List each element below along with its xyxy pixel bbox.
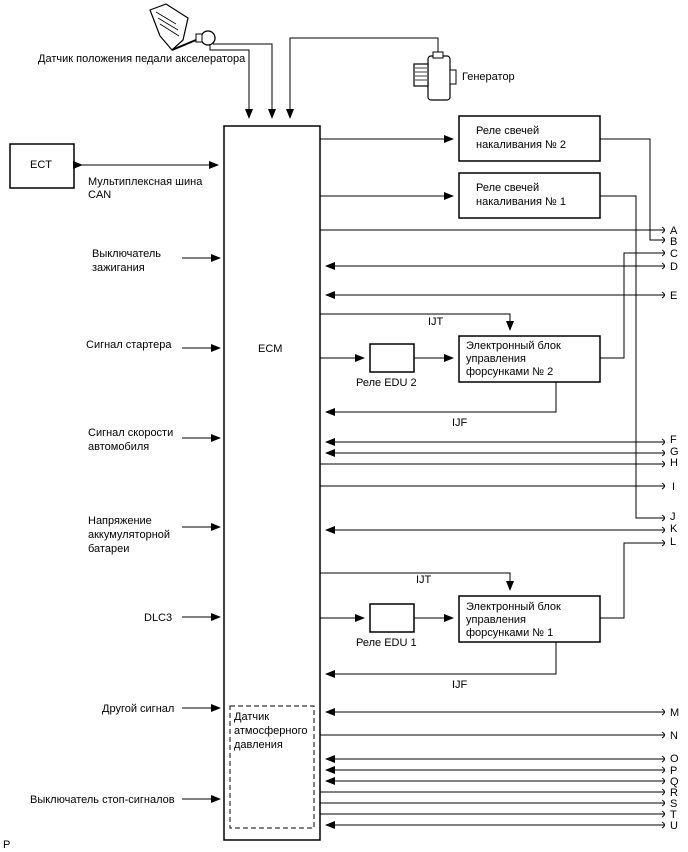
ect-box <box>9 143 75 189</box>
pin-q: Q <box>670 776 679 788</box>
terminal-connectors <box>661 226 665 829</box>
connector-bracket <box>661 799 665 807</box>
generator-icon <box>413 51 457 101</box>
pin-m: M <box>670 707 679 719</box>
pin-n: N <box>670 730 678 742</box>
pin-k: K <box>670 523 678 535</box>
speed-label-1: Сигнал скорости <box>88 427 173 439</box>
ignition-label-1: Выключатель <box>92 248 161 260</box>
injector-unit-1-label-3: форсунками № 1 <box>466 627 553 639</box>
terminal-lines <box>320 229 665 829</box>
connector-bracket <box>661 226 665 234</box>
injector-unit-2-label-3: форсунками № 2 <box>466 366 553 378</box>
connector-bracket <box>661 539 665 547</box>
connector-bracket <box>661 460 665 468</box>
dlc3-label: DLC3 <box>144 612 172 624</box>
connector-bracket <box>661 449 665 457</box>
connector-bracket <box>661 810 665 818</box>
connector-bracket <box>661 788 665 796</box>
edu-relay-2-label: Реле EDU 2 <box>356 377 417 389</box>
ijf-label-upper: IJF <box>452 417 468 429</box>
pin-p: P <box>670 765 677 777</box>
edu-relay-1-label: Реле EDU 1 <box>356 637 417 649</box>
injector-unit-2-label-2: управления <box>466 353 526 365</box>
generator-label: Генератор <box>462 71 515 83</box>
pin-f: F <box>670 434 677 446</box>
battery-label-1: Напряжение <box>88 515 152 527</box>
speed-label-2: автомобиля <box>88 441 149 453</box>
connector-bracket <box>661 291 665 299</box>
connector-bracket <box>661 514 665 522</box>
glow-relay-2-label-1: Реле свечей <box>476 125 539 137</box>
ijf-label-lower: IJF <box>452 679 468 691</box>
injector-unit-1-box <box>458 595 601 643</box>
can-bus-label-2: CAN <box>88 189 111 201</box>
connector-bracket <box>661 236 665 244</box>
pin-c: C <box>670 248 678 260</box>
ignition-label-2: зажигания <box>92 262 145 274</box>
connector-bracket <box>661 708 665 716</box>
pin-u: U <box>670 820 678 832</box>
connector-bracket <box>661 249 665 257</box>
pin-r: R <box>670 787 678 799</box>
pedal-sensor-label: Датчик положения педали акселератора <box>38 53 246 65</box>
ecm-box <box>223 125 321 841</box>
accelerator-pedal-icon <box>149 3 216 51</box>
atmo-sensor-label-3: давления <box>234 739 283 751</box>
injector-unit-1-label-2: управления <box>466 614 526 626</box>
pin-j: J <box>670 511 676 523</box>
ijt-label-lower: IJT <box>416 574 432 586</box>
stop-switch-label: Выключатель стоп-сигналов <box>30 794 175 806</box>
corner-mark: P <box>3 839 10 851</box>
ecm-label: ECM <box>258 343 282 355</box>
connector-bracket <box>661 755 665 763</box>
pin-i: I <box>672 481 675 493</box>
glow-relay-1-label-2: накаливания № 1 <box>476 196 566 208</box>
connector-bracket <box>661 262 665 270</box>
atmo-sensor-label-2: атмосферного <box>234 725 307 737</box>
connector-bracket <box>661 482 665 490</box>
connector-bracket <box>661 731 665 739</box>
edu-relay-2-box <box>369 343 415 373</box>
other-signal-label: Другой сигнал <box>102 703 174 715</box>
connector-bracket <box>661 526 665 534</box>
ijt-label-upper: IJT <box>428 316 444 328</box>
injector-unit-2-label-1: Электронный блок <box>466 340 561 352</box>
connector-bracket <box>661 821 665 829</box>
pin-t: T <box>670 809 677 821</box>
ect-label: ECT <box>30 159 52 171</box>
pin-o: O <box>670 753 679 765</box>
atmo-sensor-label-1: Датчик <box>234 711 269 723</box>
glow-relay-1-box <box>458 172 601 219</box>
pin-e: E <box>670 290 677 302</box>
glow-relay-2-box <box>458 115 601 162</box>
injector-unit-2-box <box>458 335 601 383</box>
can-bus-label-1: Мультиплексная шина <box>88 176 203 188</box>
connector-bracket <box>661 777 665 785</box>
pin-h: H <box>670 457 678 469</box>
edu-relay-1-box <box>369 603 415 633</box>
pin-g: G <box>670 446 679 458</box>
glow-relay-2-label-2: накаливания № 2 <box>476 139 566 151</box>
glow-relay-1-label-1: Реле свечей <box>476 182 539 194</box>
pin-a: A <box>670 225 678 237</box>
starter-label: Сигнал стартера <box>86 339 172 351</box>
connector-bracket <box>661 438 665 446</box>
pin-l: L <box>670 536 676 548</box>
pin-d: D <box>670 261 678 273</box>
battery-label-2: аккумуляторной <box>88 529 170 541</box>
atmo-sensor-box <box>229 705 315 829</box>
pin-s: S <box>670 798 677 810</box>
connector-bracket <box>661 766 665 774</box>
battery-label-3: батареи <box>88 543 129 555</box>
pin-b: B <box>670 236 677 248</box>
injector-unit-1-label-1: Электронный блок <box>466 601 561 613</box>
